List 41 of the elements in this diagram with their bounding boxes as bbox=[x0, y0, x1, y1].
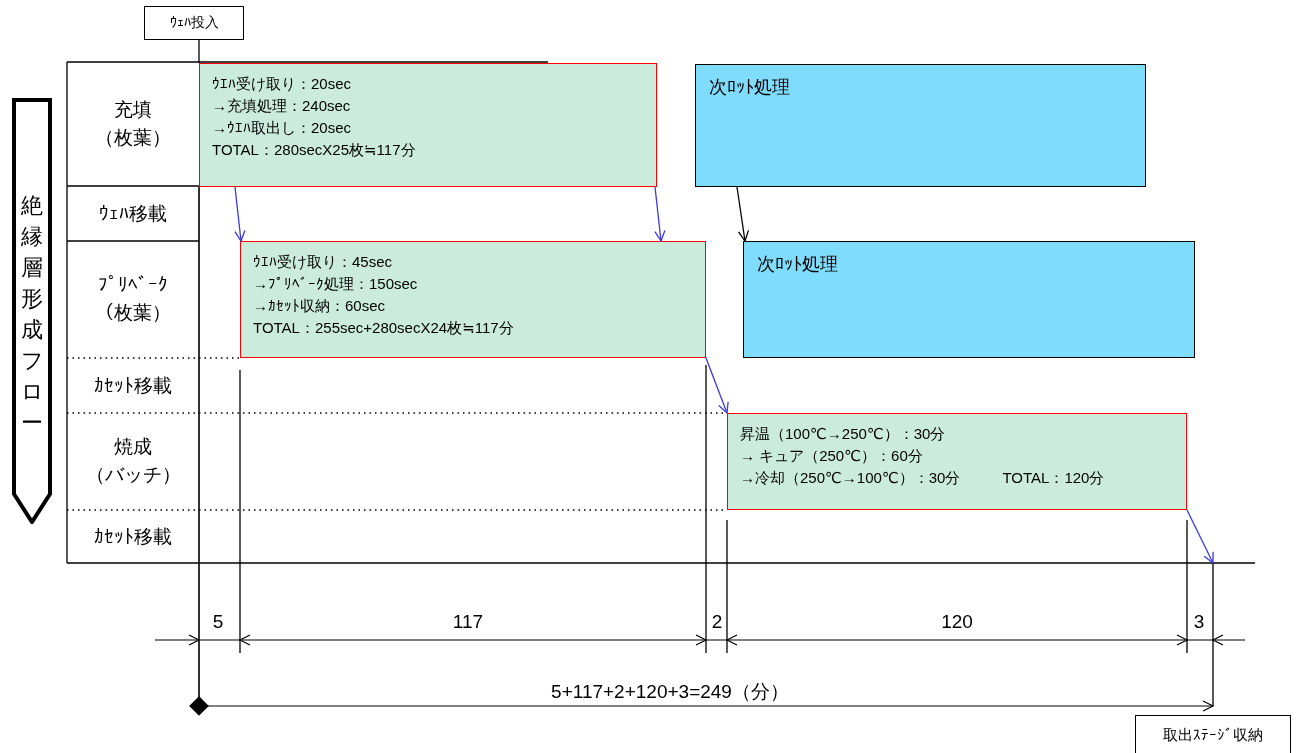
banner-text: 絶縁層形成フロー bbox=[21, 192, 43, 437]
process-text: →充填処理：240sec bbox=[212, 96, 352, 116]
process-text: →冷却（250℃→100℃）：30分 bbox=[740, 468, 961, 488]
box-text: 取出ｽﾃｰｼﾞ収納 bbox=[1163, 725, 1263, 745]
process-text: ｳｴﾊ受け取り：45sec bbox=[253, 252, 394, 272]
process-text: → キュア（250℃）：60分 bbox=[740, 446, 924, 466]
row-label: 充填（枚葉） bbox=[95, 98, 171, 150]
process-text: →ｶｾｯﾄ収納：60sec bbox=[253, 296, 387, 316]
process-text: →ｳｴﾊ取出し：20sec bbox=[212, 118, 353, 138]
box-text: 次ﾛｯﾄ処理 bbox=[709, 76, 790, 99]
row-label: ﾌﾟﾘﾍﾞｰｸ（枚葉） bbox=[95, 273, 171, 325]
arrow bbox=[654, 186, 666, 242]
process-text: →ﾌﾟﾘﾍﾞｰｸ処理：150sec bbox=[253, 274, 419, 294]
next-lot-box bbox=[695, 64, 1146, 187]
dimension-label: 3 bbox=[1193, 611, 1205, 633]
dimension-label: 120 bbox=[941, 611, 973, 633]
process-text: 昇温（100℃→250℃）：30分 bbox=[740, 424, 947, 444]
row-label: ｳｪﾊ移載 bbox=[99, 202, 167, 226]
process-box bbox=[199, 63, 657, 187]
process-text: TOTAL：120分 bbox=[1002, 468, 1105, 488]
label-box bbox=[1135, 715, 1291, 753]
process-box bbox=[727, 413, 1187, 510]
box-text: ｳｪﾊ投入 bbox=[169, 14, 219, 32]
next-lot-box bbox=[743, 241, 1195, 358]
arrow bbox=[234, 186, 246, 242]
row-label: ｶｾｯﾄ移載 bbox=[94, 374, 172, 398]
row-label: ｶｾｯﾄ移載 bbox=[94, 525, 172, 549]
dimension-label: 2 bbox=[711, 611, 723, 633]
process-text: TOTAL：280secX25枚≒117分 bbox=[212, 140, 417, 160]
process-box bbox=[240, 241, 706, 358]
label-box bbox=[144, 6, 244, 40]
arrow bbox=[736, 186, 750, 242]
dimension-label: 5 bbox=[212, 611, 224, 633]
arrow bbox=[1186, 509, 1214, 564]
dimension-label: 117 bbox=[452, 611, 484, 633]
arrow bbox=[705, 357, 729, 414]
box-text: 次ﾛｯﾄ処理 bbox=[757, 253, 838, 276]
row-label: 焼成（バッチ） bbox=[85, 435, 181, 487]
dimension-label: 5+117+2+120+3=249（分） bbox=[551, 681, 789, 703]
process-text: TOTAL：255sec+280secX24枚≒117分 bbox=[253, 318, 515, 338]
process-text: ｳｴﾊ受け取り：20sec bbox=[212, 74, 353, 94]
